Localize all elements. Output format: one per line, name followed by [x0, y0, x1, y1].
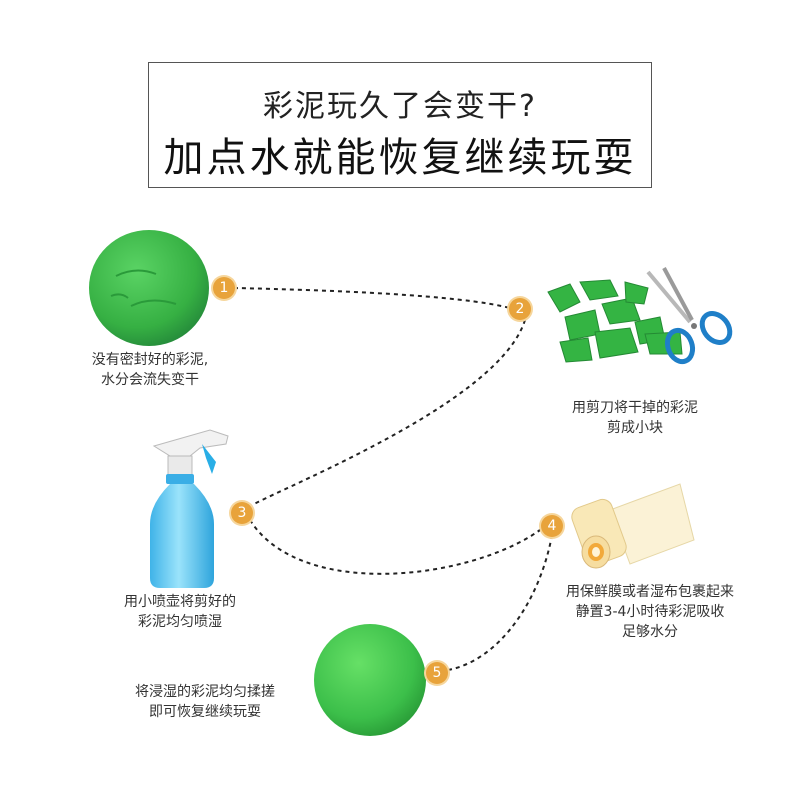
- step-2-caption: 用剪刀将干掉的彩泥 剪成小块: [572, 400, 698, 436]
- step-4-badge: 4: [541, 515, 563, 537]
- step-3-caption: 用小喷壶将剪好的 彩泥均匀喷湿: [124, 594, 236, 630]
- title-question: 彩泥玩久了会变干?: [263, 89, 537, 124]
- step-1-badge: 1: [213, 277, 235, 299]
- plastic-wrap-illustration: [571, 483, 695, 569]
- smooth-clay-ball-illustration: [314, 624, 426, 736]
- spray-bottle-illustration: [150, 429, 229, 588]
- step-2-badge: 2: [509, 298, 531, 320]
- step-3-badge: 3: [231, 502, 253, 524]
- clay-pieces-scissors-illustration: [547, 267, 733, 365]
- step-5-caption: 将浸湿的彩泥均匀揉搓 即可恢复继续玩耍: [135, 684, 275, 720]
- step-5-badge: 5: [426, 662, 448, 684]
- title-box: 彩泥玩久了会变干? 加点水就能恢复继续玩耍: [148, 62, 652, 188]
- title-answer: 加点水就能恢复继续玩耍: [163, 135, 637, 181]
- step-4-caption: 用保鲜膜或者湿布包裹起来 静置3-4小时待彩泥吸收 足够水分: [566, 584, 734, 640]
- step-1-caption: 没有密封好的彩泥, 水分会流失变干: [91, 352, 209, 388]
- dry-clay-ball-illustration: [89, 230, 209, 346]
- scissors-icon: [646, 267, 733, 365]
